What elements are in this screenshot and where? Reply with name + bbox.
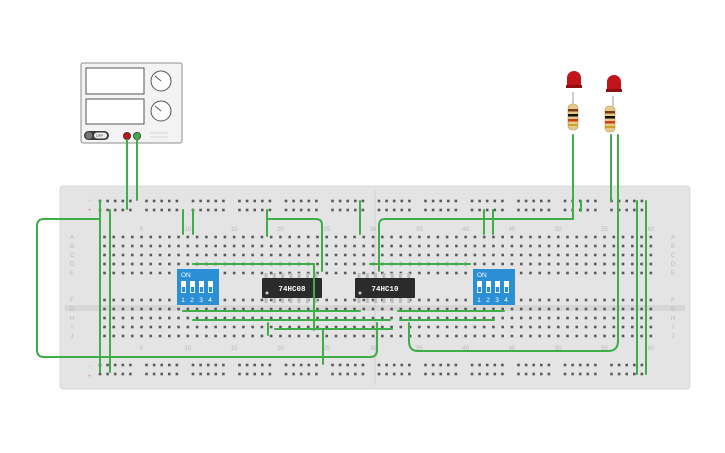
row-letter: C: [671, 253, 676, 259]
row-letter: J: [672, 334, 675, 340]
column-number: 60: [647, 346, 654, 352]
row-letter: A: [671, 235, 675, 241]
dip-switch-right[interactable]: ON 1 2 3 4: [473, 269, 515, 305]
column-number: 40: [462, 346, 469, 352]
current-display: [85, 98, 145, 125]
resistor-1[interactable]: [567, 103, 579, 131]
column-number: 10: [184, 227, 191, 233]
column-number: 20: [277, 227, 284, 233]
rail-minus-bottom-label: −: [88, 364, 92, 370]
row-letter: H: [671, 316, 675, 322]
column-number: 30: [370, 346, 377, 352]
row-letter: A: [70, 235, 74, 241]
dip-number: 2: [190, 297, 194, 304]
led-1[interactable]: [566, 71, 582, 104]
rail-plus-top-label: +: [88, 208, 92, 214]
column-number: 60: [647, 227, 654, 233]
rail-minus-top-label: −: [88, 198, 92, 204]
row-letter: I: [672, 325, 674, 331]
led-2[interactable]: [606, 75, 622, 106]
row-letter: D: [671, 262, 676, 268]
dip-number: 3: [495, 297, 499, 304]
row-letter: E: [671, 271, 675, 277]
column-number: 35: [416, 227, 423, 233]
column-numbers: 5510101515202025253030353540404545505055…: [140, 227, 655, 352]
wire[interactable]: [36, 218, 378, 358]
column-number: 5: [140, 227, 144, 233]
breadboard-holes: [98, 199, 653, 376]
row-letter: G: [671, 307, 676, 313]
dip-on-label: ON: [477, 272, 487, 279]
dip-number: 3: [199, 297, 203, 304]
dip-number: 4: [208, 297, 212, 304]
dip-number: 2: [486, 297, 490, 304]
dip-on-label: ON: [181, 272, 191, 279]
row-letter: B: [70, 244, 74, 250]
column-number: 55: [601, 227, 608, 233]
column-number: 10: [184, 346, 191, 352]
row-letter: B: [671, 244, 675, 250]
column-number: 40: [462, 227, 469, 233]
column-number: 45: [509, 227, 516, 233]
column-number: 15: [231, 227, 238, 233]
row-letter: G: [70, 307, 75, 313]
column-number: 50: [555, 346, 562, 352]
negative-terminal[interactable]: [132, 131, 141, 140]
column-number: 5: [140, 346, 144, 352]
row-letter: E: [70, 271, 74, 277]
column-number: 25: [323, 227, 330, 233]
row-letter: F: [70, 298, 74, 304]
chip-74hc08[interactable]: 74HC08: [262, 273, 322, 303]
dip-number: 1: [181, 297, 185, 304]
wires: [36, 134, 647, 375]
positive-terminal[interactable]: [123, 131, 132, 140]
power-supply[interactable]: OFF: [80, 62, 183, 144]
chip-74hc10[interactable]: 74HC10: [355, 273, 415, 303]
column-number: 30: [370, 227, 377, 233]
row-letter: F: [671, 298, 675, 304]
wire[interactable]: [266, 218, 323, 272]
column-number: 15: [231, 346, 238, 352]
wire[interactable]: [408, 134, 619, 352]
resistor-2[interactable]: [604, 105, 616, 133]
row-letter: C: [70, 253, 75, 259]
power-off-label: OFF: [96, 134, 104, 138]
column-number: 25: [323, 346, 330, 352]
row-letter: H: [70, 316, 74, 322]
column-number: 45: [509, 346, 516, 352]
column-number: 55: [601, 346, 608, 352]
voltage-display: [85, 67, 145, 95]
wire[interactable]: [378, 134, 574, 272]
column-number: 35: [416, 346, 423, 352]
column-number: 50: [555, 227, 562, 233]
dip-switch-left[interactable]: ON 1 2 3 4: [177, 269, 219, 305]
row-letter: D: [70, 262, 75, 268]
dip-number: 4: [504, 297, 508, 304]
column-number: 20: [277, 346, 284, 352]
rail-plus-bottom-label: +: [88, 374, 92, 380]
chip-label: 74HC08: [278, 286, 306, 294]
row-letter: I: [71, 325, 73, 331]
row-letter: J: [71, 334, 74, 340]
dip-number: 1: [477, 297, 481, 304]
chip-label: 74HC10: [371, 286, 399, 294]
